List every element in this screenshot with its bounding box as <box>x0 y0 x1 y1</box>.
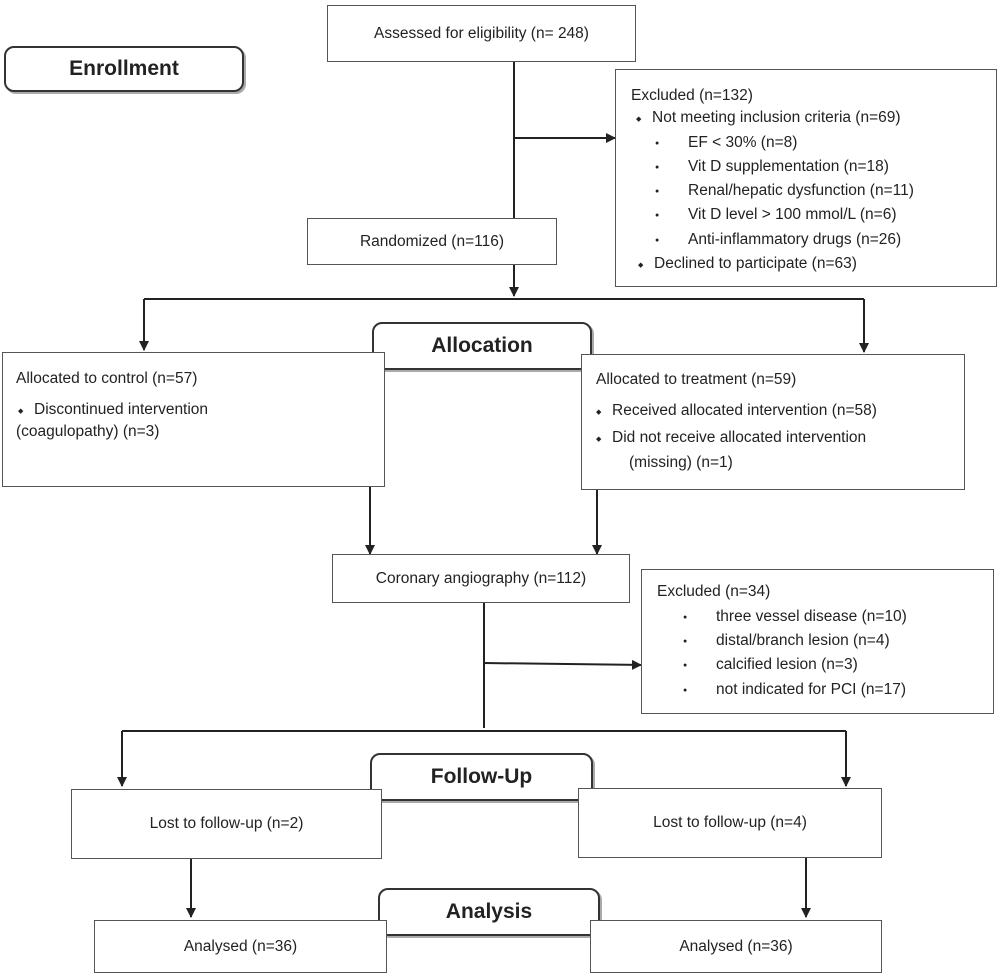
exclusion-item: three vessel disease (n=10) <box>683 608 907 626</box>
lost-followup-right-box: Lost to follow-up (n=4) <box>578 788 882 858</box>
lost-followup-right-text: Lost to follow-up (n=4) <box>653 814 807 831</box>
stage-analysis: Analysis <box>378 888 600 936</box>
criterion-item: Renal/hepatic dysfunction (n=11) <box>655 182 914 200</box>
control-box: Allocated to control (n=57) Discontinued… <box>2 352 385 487</box>
angiography-box: Coronary angiography (n=112) <box>332 554 630 603</box>
stage-analysis-label: Analysis <box>445 900 533 923</box>
treatment-box: Allocated to treatment (n=59) Received a… <box>581 354 965 490</box>
criterion-item: EF < 30% (n=8) <box>655 134 798 152</box>
analysed-left-box: Analysed (n=36) <box>94 920 387 973</box>
stage-enrollment: Enrollment <box>4 46 244 92</box>
excluded-2-title: Excluded (n=34) <box>657 583 771 600</box>
excluded-1-declined: Declined to participate (n=63) <box>638 255 857 273</box>
stage-follow-up: Follow-Up <box>370 753 593 801</box>
excluded-1-title: Excluded (n=132) <box>631 87 753 104</box>
stage-follow-up-label: Follow-Up <box>430 765 533 788</box>
assessed-box: Assessed for eligibility (n= 248) <box>327 5 636 62</box>
control-item-line1: Discontinued intervention <box>18 401 208 419</box>
analysed-right-box: Analysed (n=36) <box>590 920 882 973</box>
criterion-item: Vit D level > 100 mmol/L (n=6) <box>655 206 896 224</box>
angiography-text: Coronary angiography (n=112) <box>375 569 587 587</box>
criterion-item: Vit D supplementation (n=18) <box>655 158 889 176</box>
treatment-item-2-line1: Did not receive allocated intervention <box>596 429 866 447</box>
criterion-item: Anti-inflammatory drugs (n=26) <box>655 231 901 249</box>
treatment-title: Allocated to treatment (n=59) <box>596 371 797 388</box>
exclusion-item: not indicated for PCI (n=17) <box>683 681 906 699</box>
exclusion-item: distal/branch lesion (n=4) <box>683 632 890 650</box>
stage-enrollment-label: Enrollment <box>69 57 179 80</box>
lost-followup-left-text: Lost to follow-up (n=2) <box>149 815 304 832</box>
control-title: Allocated to control (n=57) <box>16 370 198 387</box>
assessed-text: Assessed for eligibility (n= 248) <box>374 24 589 42</box>
stage-allocation: Allocation <box>372 322 592 370</box>
analysed-right-text: Analysed (n=36) <box>679 937 793 955</box>
excluded-box-1: Excluded (n=132) Not meeting inclusion c… <box>615 69 997 287</box>
treatment-item-2-line2: (missing) (n=1) <box>629 454 733 471</box>
randomized-box: Randomized (n=116) <box>307 218 557 265</box>
lost-followup-left-box: Lost to follow-up (n=2) <box>71 789 382 859</box>
analysed-left-text: Analysed (n=36) <box>183 937 298 955</box>
treatment-item-1: Received allocated intervention (n=58) <box>596 402 877 420</box>
randomized-text: Randomized (n=116) <box>359 232 505 250</box>
stage-allocation-label: Allocation <box>431 334 533 357</box>
control-item-line2: (coagulopathy) (n=3) <box>16 423 160 440</box>
excluded-1-not-meeting: Not meeting inclusion criteria (n=69) <box>636 109 901 127</box>
excluded-box-2: Excluded (n=34) three vessel disease (n=… <box>641 569 994 714</box>
exclusion-item: calcified lesion (n=3) <box>683 656 858 674</box>
